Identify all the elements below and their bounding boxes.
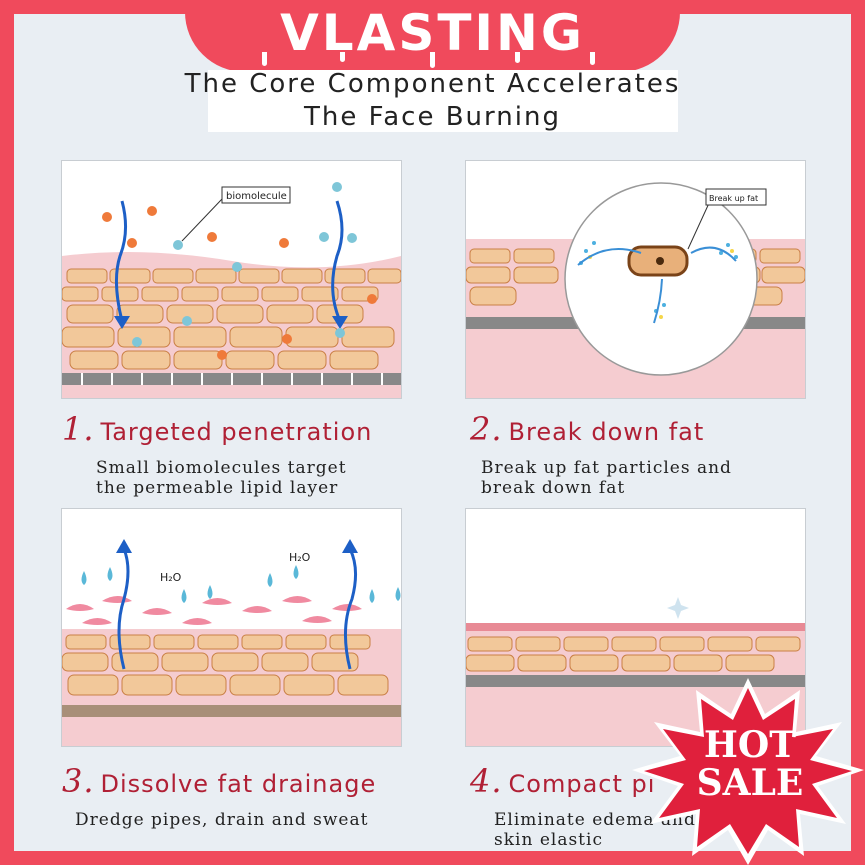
- skin-layer-illustration: biomolecule: [62, 182, 401, 398]
- desc-line: the permeable lipid layer: [96, 478, 339, 498]
- desc-line: break down fat: [481, 478, 626, 498]
- desc-line: Break up fat particles and: [481, 458, 732, 478]
- step-3-heading: 3.Dissolve fat drainage: [62, 762, 376, 800]
- title-line-1: The Core Component Accelerates: [184, 69, 681, 99]
- badge-line: HOT: [703, 724, 797, 766]
- step-1-heading: 1.Targeted penetration: [62, 410, 372, 448]
- desc-line: Dredge pipes, drain and sweat: [75, 810, 369, 830]
- step-2-heading: 2.Break down fat: [470, 410, 704, 448]
- drip-decoration: [340, 52, 345, 62]
- title-line-2: The Face Burning: [304, 102, 561, 132]
- desc-line: skin elastic: [494, 830, 603, 850]
- step-4-heading: 4.Compact pi: [470, 762, 655, 800]
- step-number: 2.: [470, 410, 503, 448]
- step-2-description: Break up fat particles and break down fa…: [481, 458, 732, 498]
- step-number: 4.: [470, 762, 503, 800]
- hot-sale-badge: [632, 678, 864, 865]
- step-1-description: Small biomolecules target the permeable …: [96, 458, 347, 498]
- title-background: [208, 70, 678, 132]
- panel-targeted-penetration: biomolecule: [61, 160, 402, 399]
- drip-decoration: [515, 52, 520, 63]
- step-number: 3.: [62, 762, 95, 800]
- drainage-illustration: H₂O H₂O: [62, 539, 401, 746]
- step-number: 1.: [62, 410, 95, 448]
- drip-decoration: [262, 52, 267, 66]
- break-up-fat-callout: Break up fat: [709, 194, 758, 203]
- fat-breakdown-illustration: Break up fat: [466, 182, 805, 398]
- step-title: Break down fat: [508, 418, 705, 446]
- step-title: Targeted penetration: [100, 418, 373, 446]
- step-title: Dissolve fat drainage: [100, 770, 377, 798]
- desc-line: Small biomolecules target: [96, 458, 347, 478]
- water-label: H₂O: [160, 571, 182, 584]
- panel-break-down-fat: Break up fat: [465, 160, 806, 399]
- drip-decoration: [430, 52, 435, 68]
- drip-decoration: [590, 52, 595, 65]
- panel-dissolve-fat-drainage: H₂O H₂O: [61, 508, 402, 747]
- hot-sale-text: HOT SALE: [690, 726, 810, 802]
- badge-line: SALE: [696, 762, 804, 804]
- water-label: H₂O: [289, 551, 311, 564]
- step-title: Compact pi: [508, 770, 656, 798]
- page-title: The Core Component Accelerates The Face …: [150, 68, 715, 134]
- step-3-description: Dredge pipes, drain and sweat: [75, 810, 368, 830]
- biomolecule-callout: biomolecule: [226, 191, 287, 202]
